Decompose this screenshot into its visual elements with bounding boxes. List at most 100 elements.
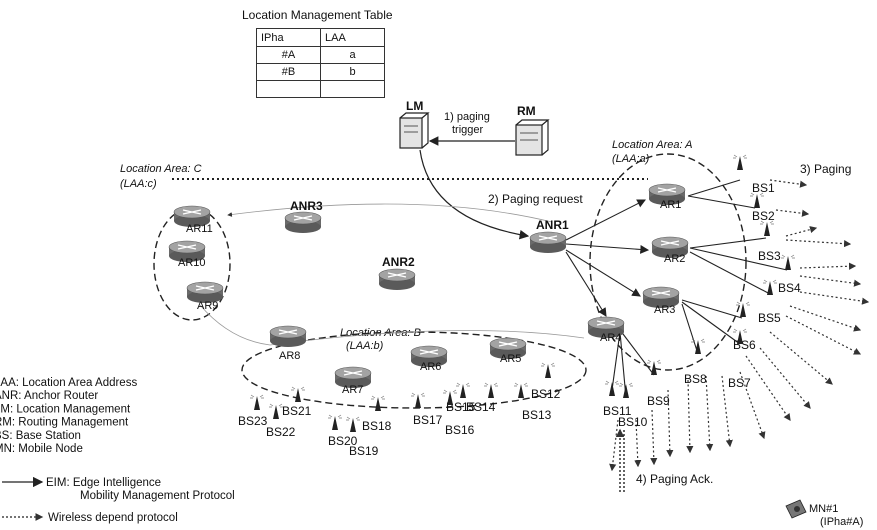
rm-server-icon	[515, 119, 550, 156]
anchor-router-label: ANR1	[536, 218, 569, 232]
router-label: AR9	[197, 300, 218, 312]
base-station-icon	[780, 254, 796, 271]
legend-eim-line2: Mobility Management Protocol	[80, 490, 235, 502]
base-station-icon	[749, 192, 765, 209]
base-station-label: BS9	[647, 394, 670, 408]
base-station-label: BS21	[282, 404, 312, 418]
base-station-icon	[483, 382, 499, 399]
base-station-label: BS20	[328, 434, 358, 448]
mobile-node-icon	[785, 499, 807, 519]
area-b-link	[269, 330, 585, 346]
base-station-label: BS3	[758, 249, 781, 263]
base-station-icon	[410, 392, 426, 409]
table-cell	[320, 80, 385, 98]
step3-label: 3) Paging	[800, 162, 851, 176]
anchor-router-icon	[284, 211, 322, 234]
base-station-icon	[249, 394, 265, 411]
table-cell	[256, 80, 321, 98]
base-stations-layer: BS1BS2BS3BS4BS5BS6BS7BS8BS9BS10BS11BS12B…	[238, 154, 801, 458]
area-c-code: (LAA:c)	[120, 178, 157, 190]
router-label: AR6	[420, 361, 441, 373]
base-station-label: BS5	[758, 311, 781, 325]
base-station-icon	[604, 380, 620, 397]
base-station-icon	[540, 362, 556, 379]
base-station-icon	[345, 416, 361, 433]
lm-label: LM	[406, 99, 423, 113]
base-station-icon	[513, 382, 529, 399]
area-a-ellipse	[589, 153, 747, 371]
base-station-label: BS15	[446, 400, 476, 414]
router-label: AR7	[342, 384, 363, 396]
base-station-label: BS11	[603, 404, 632, 418]
base-station-label: BS19	[349, 444, 379, 458]
base-station-label: BS8	[684, 372, 707, 386]
anchor-router-icon	[378, 268, 416, 291]
anchor-router-label: ANR2	[382, 255, 415, 269]
base-station-label: BS2	[752, 209, 775, 223]
base-station-icon	[268, 403, 284, 420]
table-row	[256, 80, 385, 98]
area-c-name: Location Area: C	[120, 163, 202, 175]
area-a-code: (LAA:a)	[612, 153, 650, 165]
legend-abbr-item: LM: Location Management	[0, 403, 131, 415]
router-label: AR10	[178, 257, 206, 269]
legend-abbr-item: ANR: Anchor Router	[0, 390, 98, 402]
base-station-label: BS17	[413, 413, 443, 427]
anchor-router-label: ANR3	[290, 199, 323, 213]
legend-eim-line1: EIM: Edge Intelligence	[46, 477, 161, 489]
base-station-icon	[690, 338, 706, 355]
lm-server-icon	[399, 112, 430, 149]
router-label: AR3	[654, 304, 675, 316]
anr1-to-area-c-link	[227, 203, 553, 223]
base-station-icon	[762, 279, 778, 296]
router-bs-links	[611, 179, 788, 399]
wireless-arrows	[609, 179, 870, 472]
area-a-name: Location Area: A	[612, 139, 693, 151]
anchor-router-icon	[529, 231, 567, 254]
legend-abbr-item: BS: Base Station	[0, 430, 81, 442]
base-station-label: BS1	[752, 181, 775, 195]
table-row: #B b	[256, 63, 385, 81]
base-station-icon	[327, 414, 343, 431]
step2-label: 2) Paging request	[488, 192, 583, 206]
col-header-laa: LAA	[320, 28, 385, 47]
base-station-label: BS14	[466, 400, 496, 414]
base-station-label: BS13	[522, 408, 552, 422]
base-station-label: BS23	[238, 414, 268, 428]
base-station-label: BS22	[266, 425, 296, 439]
base-station-icon	[290, 386, 306, 403]
base-station-icon	[455, 382, 471, 399]
base-station-label: BS7	[728, 376, 751, 390]
base-station-label: BS12	[531, 387, 561, 401]
base-station-icon	[618, 382, 634, 399]
legend-wireless-label: Wireless depend protocol	[48, 512, 178, 524]
mn-addr: (IPha#A)	[820, 516, 863, 528]
legend-abbr-item: RM: Routing Management	[0, 417, 129, 429]
col-header-ipha: IPha	[256, 28, 321, 47]
router-label: AR1	[660, 199, 681, 211]
rm-label: RM	[517, 104, 536, 118]
area-b-ellipse	[241, 331, 587, 409]
paging-ack-arrow	[615, 428, 625, 492]
location-management-table: IPha LAA #A a #B b	[256, 28, 385, 98]
area-b-code: (LAA:b)	[346, 340, 384, 352]
router-label: AR2	[664, 253, 685, 265]
location-table-wrap: IPha LAA #A a #B b	[256, 28, 385, 98]
base-station-icon	[370, 395, 386, 412]
base-station-label: BS16	[445, 423, 475, 437]
area-c-link	[199, 304, 271, 346]
mn-name: MN#1	[809, 503, 838, 515]
router-label: AR4	[600, 332, 621, 344]
anr1-fanout	[565, 199, 650, 317]
table-title: Location Management Table	[242, 8, 393, 22]
step1-line2: trigger	[452, 124, 484, 136]
base-station-label: BS4	[778, 281, 801, 295]
step1-line1: 1) paging	[444, 111, 490, 123]
legend-abbr-item: MN: Mobile Node	[0, 443, 83, 455]
base-station-label: BS6	[733, 338, 756, 352]
step4-label: 4) Paging Ack.	[636, 472, 713, 486]
table-row: #A a	[256, 46, 385, 64]
